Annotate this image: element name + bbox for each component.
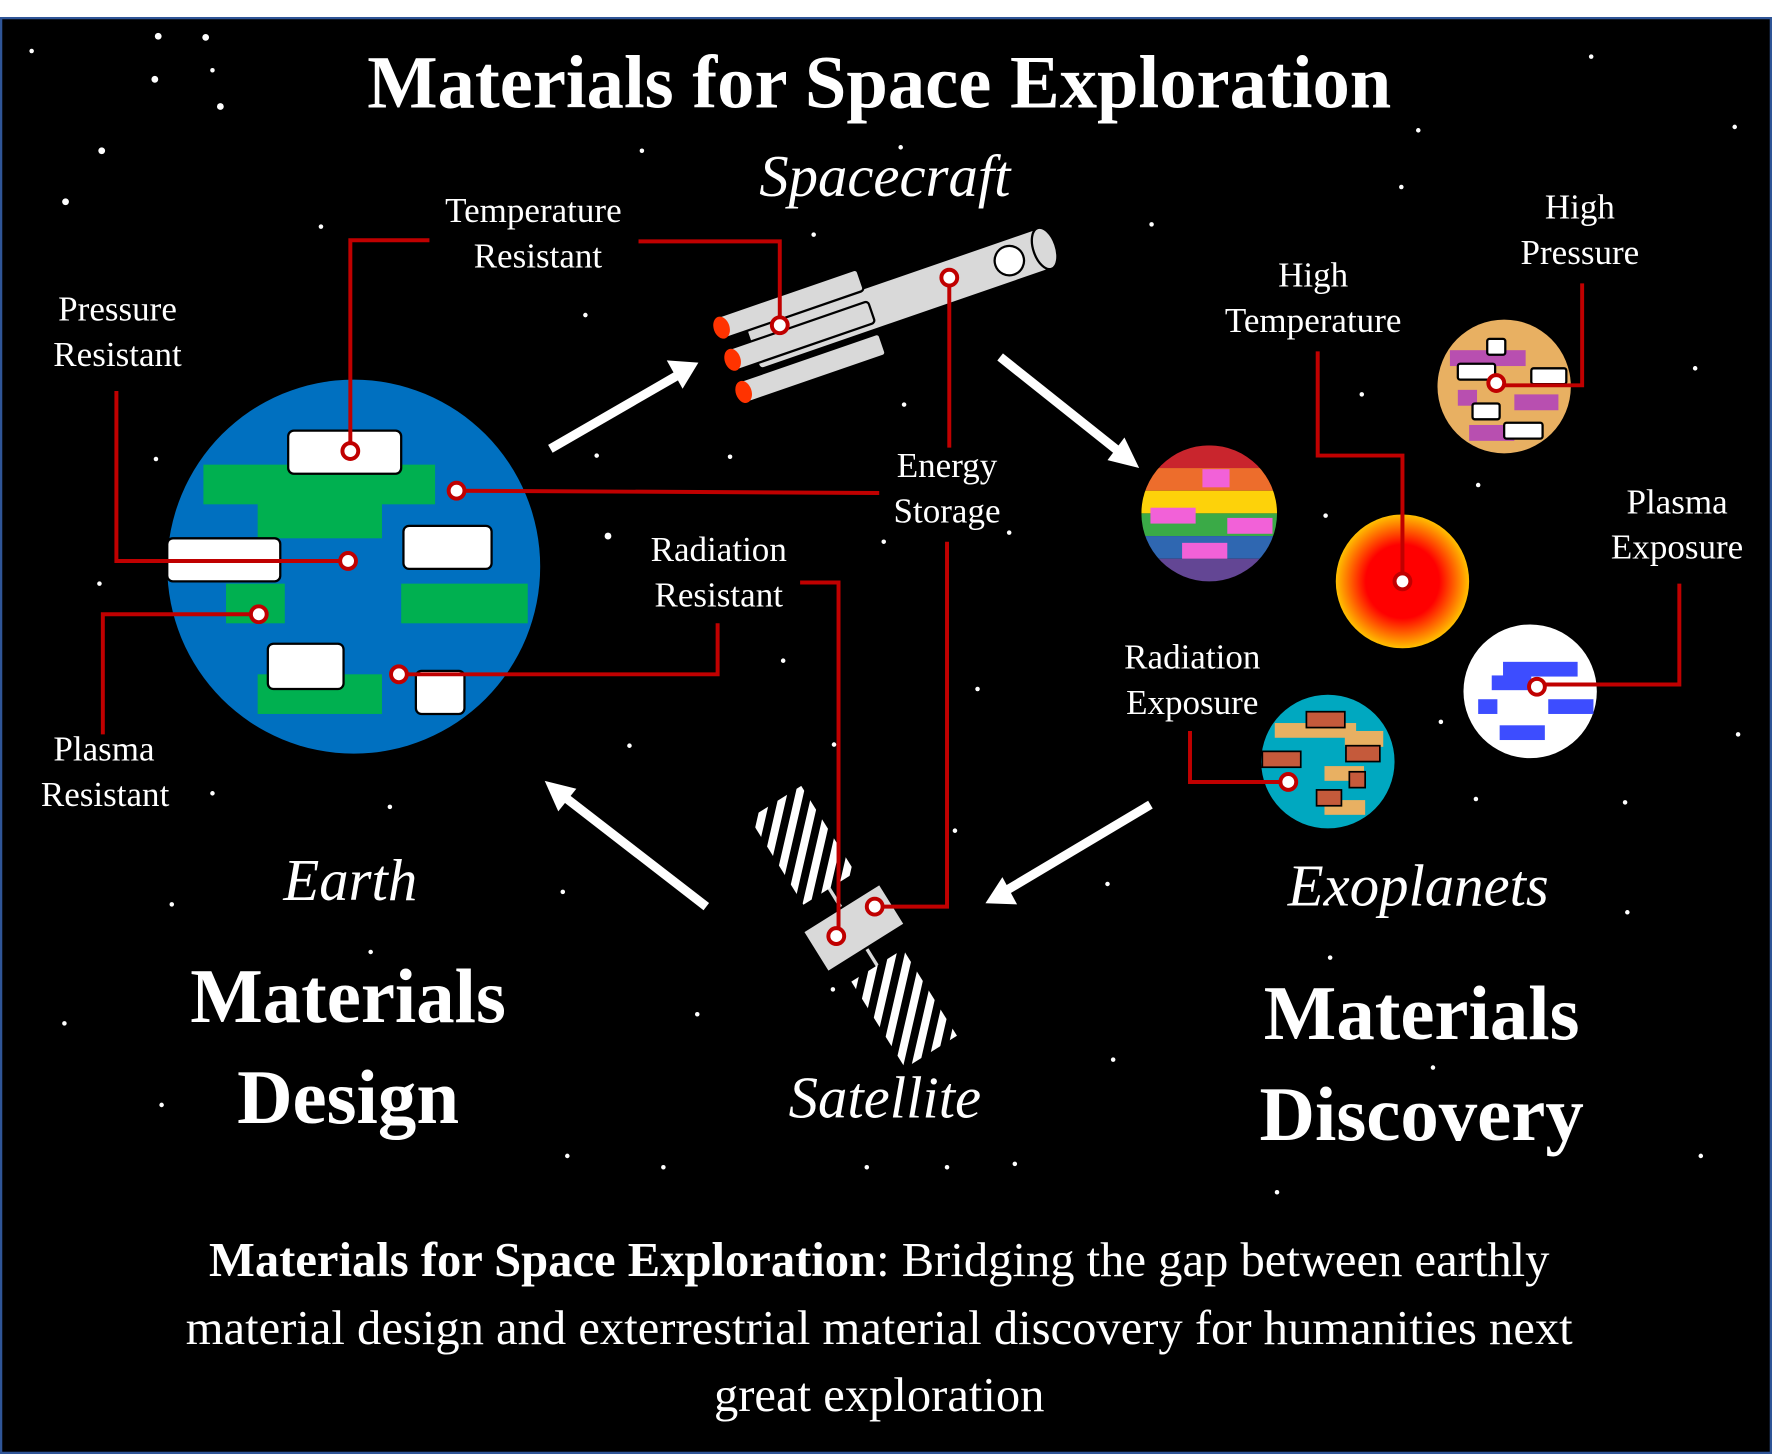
label-radiation-resistant-1: Radiation <box>651 530 788 569</box>
label-radiation-resistant-2: Resistant <box>655 575 784 614</box>
exoplanets-illustration <box>1141 319 1597 829</box>
spacecraft-label: Spacecraft <box>759 144 1012 209</box>
label-pressure-resistant-2: Resistant <box>53 335 182 374</box>
callout-labels: Temperature Resistant Pressure Resistant… <box>41 188 1743 814</box>
exoplanets-label: Exoplanets <box>1287 853 1549 918</box>
caption-line1: Materials for Space Exploration: Bridgin… <box>209 1233 1550 1287</box>
label-plasma-resistant-1: Plasma <box>53 729 155 768</box>
label-pressure-resistant-1: Pressure <box>58 290 177 329</box>
label-temperature-resistant-1: Temperature <box>445 191 621 230</box>
caption-line1-rest: : Bridging the gap between earthly <box>876 1233 1550 1287</box>
stars <box>29 32 1741 1195</box>
satellite-label: Satellite <box>789 1065 982 1130</box>
label-plasma-resistant-2: Resistant <box>41 775 170 814</box>
arrow-spacecraft-to-exoplanets <box>997 353 1124 457</box>
callout-lines <box>100 238 1682 947</box>
label-energy-storage-1: Energy <box>897 446 998 485</box>
label-high-temperature-2: Temperature <box>1225 301 1401 340</box>
label-radiation-exposure-1: Radiation <box>1124 638 1261 677</box>
teal-planet <box>1261 694 1395 829</box>
spacecraft-illustration <box>713 226 1059 403</box>
label-energy-storage-2: Storage <box>894 491 1001 530</box>
earth-label: Earth <box>282 848 417 913</box>
caption-bold: Materials for Space Exploration <box>209 1233 876 1287</box>
label-radiation-exposure-2: Exposure <box>1126 683 1258 722</box>
cycle-arrows <box>544 353 1153 911</box>
materials-discovery-line1: Materials <box>1264 970 1580 1056</box>
arrow-satellite-to-earth <box>560 791 710 911</box>
label-high-temperature-1: High <box>1278 256 1349 295</box>
earth-illustration <box>166 379 541 754</box>
arrow-exoplanets-to-satellite <box>1003 800 1153 895</box>
main-title: Materials for Space Exploration <box>367 42 1391 125</box>
label-temperature-resistant-2: Resistant <box>474 236 603 275</box>
caption-line2: material design and exterrestrial materi… <box>186 1301 1573 1355</box>
materials-discovery-line2: Discovery <box>1260 1071 1584 1157</box>
label-plasma-exposure-1: Plasma <box>1626 482 1728 521</box>
label-high-pressure-2: Pressure <box>1521 233 1640 272</box>
materials-design-line1: Materials <box>190 953 506 1039</box>
label-plasma-exposure-2: Exposure <box>1611 528 1743 567</box>
caption-line3: great exploration <box>714 1368 1045 1422</box>
materials-design-line2: Design <box>237 1054 459 1140</box>
label-high-pressure-1: High <box>1545 188 1616 227</box>
arrow-earth-to-spacecraft <box>548 371 681 453</box>
